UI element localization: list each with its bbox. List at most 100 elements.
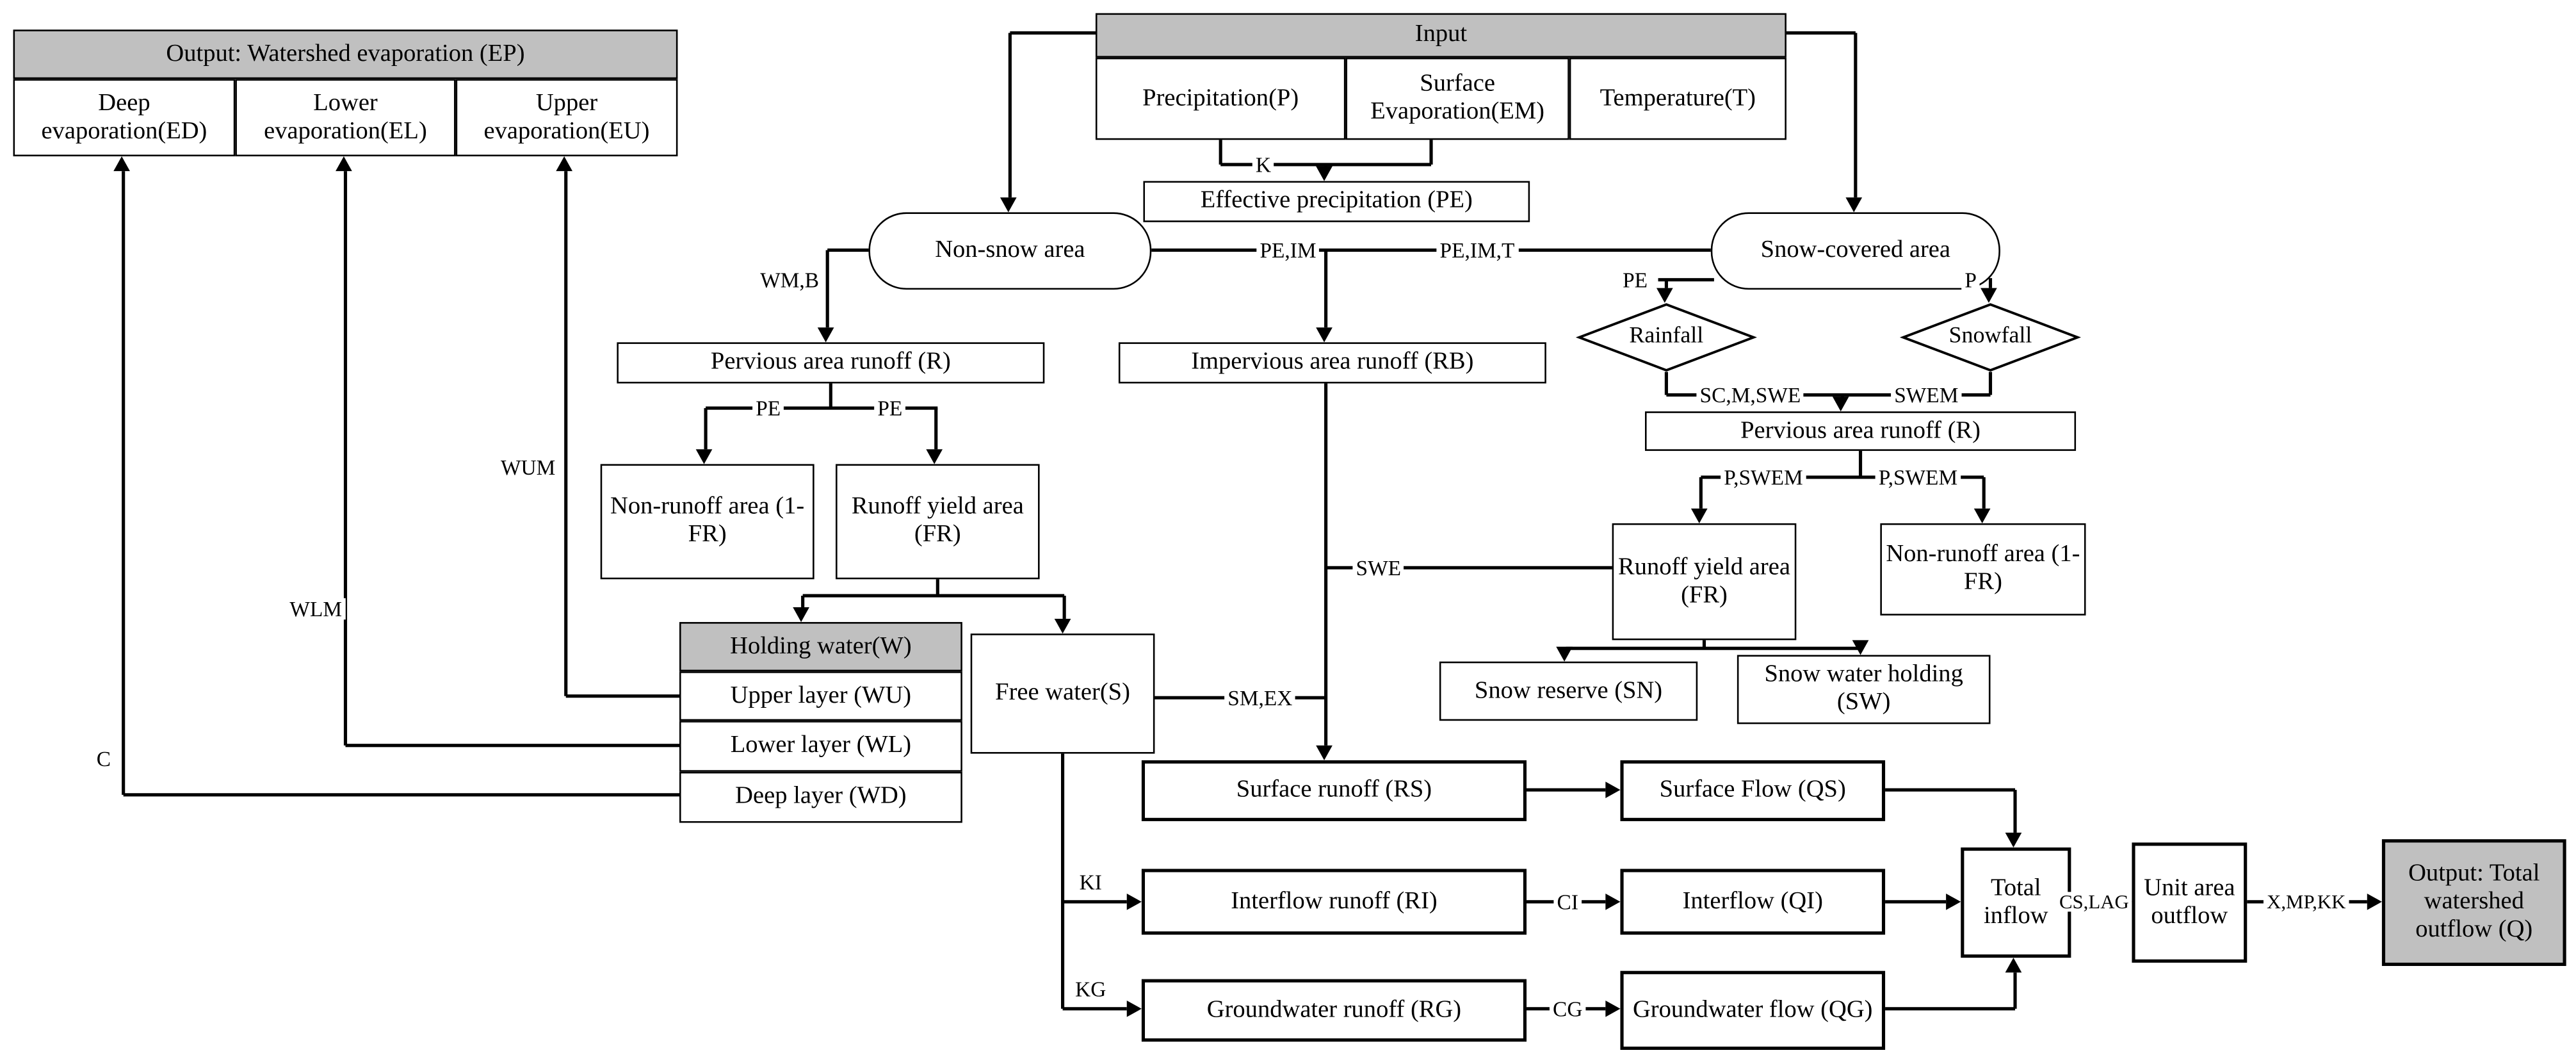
arrowhead (1605, 892, 1621, 910)
arrowhead (1973, 508, 1991, 523)
arrowhead (556, 156, 573, 172)
snowfall-label: Snowfall (1948, 324, 2032, 349)
connector-line (1527, 789, 1606, 792)
edge-label-p-swem-right: P,SWEM (1875, 466, 1961, 488)
arrowhead (1832, 397, 1849, 412)
arrowhead (336, 156, 352, 172)
edge-label-sc-m-swe: SC,M,SWE (1696, 384, 1804, 406)
arrowhead (113, 156, 130, 172)
connector-line (1325, 566, 1612, 569)
connector-line (936, 579, 939, 596)
arrowhead (2367, 892, 2382, 910)
diamond-shape-icon (1576, 303, 1757, 372)
edge-label-ci: CI (1553, 891, 1582, 913)
rainfall-label: Rainfall (1629, 324, 1704, 349)
arrowhead (1126, 999, 1142, 1017)
edge-label-c: C (93, 748, 115, 769)
arrowhead (1000, 197, 1017, 213)
connector-line (1885, 1007, 2016, 1010)
connector-line (802, 594, 1065, 597)
edge-label-pe-rainfall: PE (1619, 269, 1651, 291)
connector-line (1885, 789, 2016, 792)
interflow-box: Interflow (QI) (1620, 869, 1886, 935)
connector-line (1009, 33, 1012, 198)
connector-line (1703, 640, 1706, 649)
connector-line (345, 744, 679, 747)
connector-line (829, 383, 832, 409)
deep-evaporation-box: Deep evaporation(ED) (13, 79, 236, 157)
edge-label-x-mp-kk: X,MP,KK (2263, 892, 2349, 912)
connector-line (706, 407, 938, 410)
precipitation-box: Precipitation(P) (1095, 57, 1346, 140)
connector-line (1062, 900, 1127, 903)
arrowhead (926, 449, 943, 464)
snow-covered-area-node: Snow-covered area (1710, 212, 2000, 290)
connector-line (2014, 972, 2016, 1009)
connector-line (1566, 647, 1863, 650)
arrowhead (1946, 892, 1961, 910)
connector-line (827, 249, 869, 252)
arrowhead (695, 449, 713, 464)
edge-label-p-swem-left: P,SWEM (1721, 466, 1806, 488)
arrowhead (1316, 327, 1333, 343)
edge-label-pe-im-t: PE,IM,T (1436, 239, 1518, 261)
total-inflow-box: Total inflow (1961, 847, 2071, 958)
connector-line (1982, 477, 1986, 509)
connector-line (1062, 1007, 1127, 1010)
lower-evaporation-box: Lower evaporation(EL) (235, 79, 456, 157)
arrowhead (1126, 892, 1142, 910)
connector-line (123, 793, 679, 796)
connector-line (1701, 476, 1984, 478)
edge-label-pe-left: PE (752, 397, 784, 419)
connector-line (122, 171, 125, 795)
arrowhead (1556, 646, 1573, 662)
connector-line (565, 694, 679, 698)
diamond-shape-icon (1900, 303, 2081, 372)
arrowhead (2005, 958, 2022, 973)
connector-line (934, 408, 937, 450)
connector-line (1061, 753, 1064, 1009)
connector-line (1430, 140, 1432, 165)
rainfall-decision: Rainfall (1576, 303, 1757, 372)
edge-label-wm-b: WM,B (757, 269, 823, 291)
edge-label-pe-right: PE (874, 397, 906, 419)
arrowhead (1690, 508, 1708, 523)
connector-line (1063, 595, 1066, 619)
groundwater-flow-box: Groundwater flow (QG) (1620, 970, 1886, 1051)
snow-water-holding-box: Snow water holding (SW) (1737, 655, 1991, 724)
surface-evaporation-box: Surface Evaporation(EM) (1345, 57, 1569, 140)
connector-line (1658, 278, 1714, 281)
edge-label-wlm: WLM (286, 598, 346, 620)
connector-line (1665, 279, 1668, 288)
connector-line (564, 171, 567, 696)
non-snow-area-node: Non-snow area (868, 212, 1152, 290)
upper-layer-box: Upper layer (WU) (679, 671, 962, 721)
connector-line (1854, 33, 1857, 198)
upper-evaporation-box: Upper evaporation(EU) (455, 79, 678, 157)
non-runoff-area-left-box: Non-runoff area (1-FR) (600, 464, 814, 580)
connector-line (1989, 278, 1992, 288)
connector-line (1786, 31, 1856, 35)
effective-precipitation-box: Effective precipitation (PE) (1143, 181, 1530, 222)
arrowhead (1605, 999, 1621, 1017)
impervious-area-runoff-box: Impervious area runoff (RB) (1118, 342, 1546, 384)
edge-label-cs-lag: CS,LAG (2055, 892, 2132, 912)
connector-line (1841, 395, 1844, 398)
pervious-area-runoff-right-box: Pervious area runoff (R) (1645, 411, 2077, 451)
surface-flow-box: Surface Flow (QS) (1620, 760, 1886, 821)
arrowhead (1656, 288, 1673, 303)
arrowhead (793, 607, 809, 623)
lower-layer-box: Lower layer (WL) (679, 721, 962, 772)
edge-label-swe: SWE (1352, 557, 1405, 579)
edge-label-swem: SWEM (1891, 384, 1962, 406)
surface-runoff-box: Surface runoff (RS) (1141, 760, 1527, 821)
arrowhead (1316, 166, 1333, 181)
snow-reserve-box: Snow reserve (SN) (1439, 661, 1698, 721)
arrowhead (1852, 640, 1869, 655)
pervious-area-runoff-left-box: Pervious area runoff (R) (617, 342, 1045, 384)
edge-label-k: K (1252, 154, 1275, 176)
output-total-outflow-box: Output: Total watershed outflow (Q) (2381, 839, 2566, 967)
connector-line (1859, 450, 1862, 478)
edge-label-wum: WUM (497, 456, 559, 478)
